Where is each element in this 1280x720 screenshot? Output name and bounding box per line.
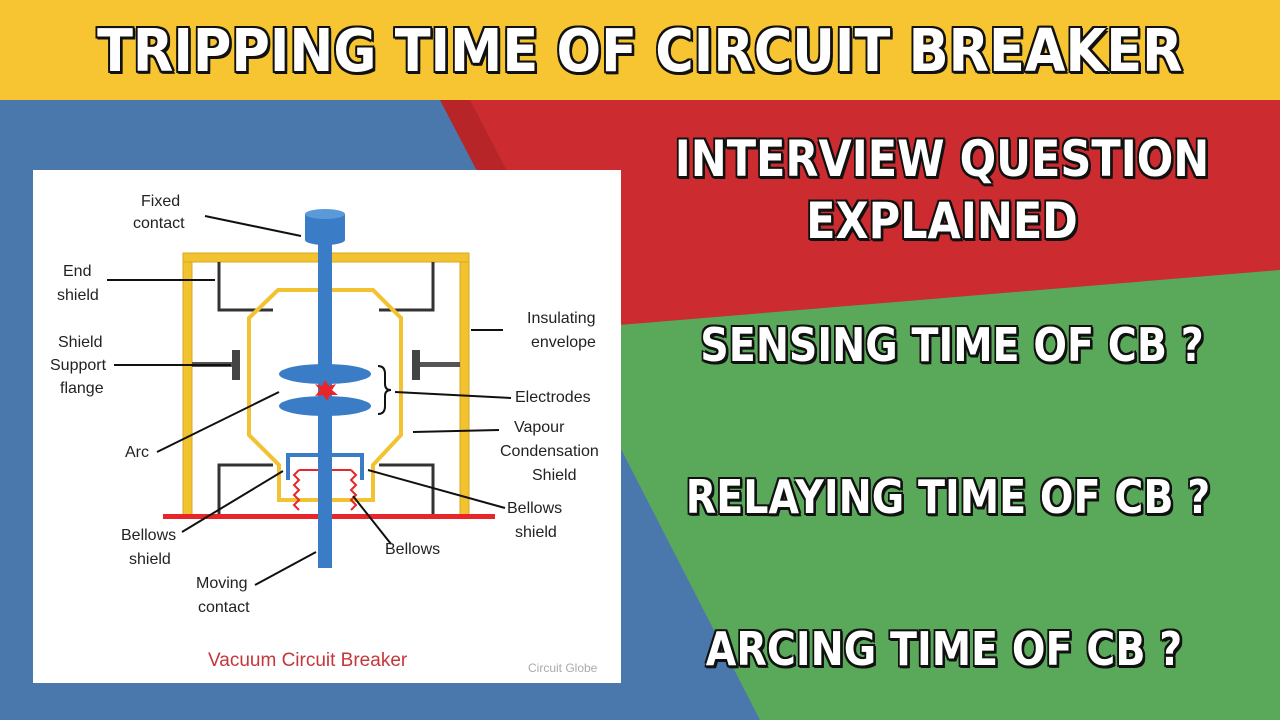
title-bar: TRIPPING TIME OF CIRCUIT BREAKER bbox=[0, 0, 1280, 100]
label-end-shield-2: shield bbox=[57, 287, 99, 304]
label-arc: Arc bbox=[125, 444, 149, 461]
background-green-panel bbox=[560, 270, 1280, 720]
label-bellows-shield-right-2: shield bbox=[515, 524, 557, 541]
label-bellows-shield-right-1: Bellows bbox=[507, 500, 562, 517]
label-bellows-shield-left-1: Bellows bbox=[121, 527, 176, 544]
vapour-shield-outline bbox=[247, 288, 403, 502]
diagram-caption: Vacuum Circuit Breaker bbox=[208, 650, 408, 671]
lower-electrode bbox=[279, 396, 371, 416]
question-arcing-time: ARCING TIME OF CB ? bbox=[705, 622, 1183, 676]
label-end-shield-1: End bbox=[63, 263, 91, 280]
label-moving-contact-2: contact bbox=[198, 599, 250, 616]
heading-line-1: INTERVIEW QUESTION bbox=[674, 130, 1210, 188]
vacuum-circuit-breaker-diagram: Fixed contact End shield Shield Support … bbox=[50, 193, 599, 675]
label-bellows: Bellows bbox=[385, 541, 440, 558]
question-relaying-time: RELAYING TIME OF CB ? bbox=[685, 470, 1211, 524]
label-vapour-2: Condensation bbox=[500, 443, 599, 460]
label-shield-support-3: flange bbox=[60, 380, 104, 397]
label-electrodes: Electrodes bbox=[515, 389, 591, 406]
electrodes-bracket bbox=[377, 365, 392, 415]
label-bellows-shield-left-2: shield bbox=[129, 551, 171, 568]
background-red-panel bbox=[440, 100, 1280, 330]
label-shield-support-2: Support bbox=[50, 357, 107, 374]
page-title: TRIPPING TIME OF CIRCUIT BREAKER bbox=[97, 15, 1183, 85]
label-vapour-1: Vapour bbox=[514, 419, 565, 436]
label-fixed-contact-1: Fixed bbox=[141, 193, 180, 210]
heading-line-2: EXPLAINED bbox=[806, 192, 1078, 250]
bellows-shield bbox=[286, 453, 364, 480]
diagram-panel: Fixed contact End shield Shield Support … bbox=[33, 170, 621, 683]
label-insulating-envelope-1: Insulating bbox=[527, 310, 596, 327]
label-vapour-3: Shield bbox=[532, 467, 576, 484]
label-shield-support-1: Shield bbox=[58, 334, 102, 351]
upper-electrode bbox=[279, 364, 371, 384]
label-fixed-contact-2: contact bbox=[133, 215, 185, 232]
bellows-right bbox=[349, 469, 358, 511]
label-moving-contact-1: Moving bbox=[196, 575, 248, 592]
fixed-contact-cylinder bbox=[305, 209, 345, 245]
bellows-left bbox=[292, 469, 301, 511]
diagram-watermark: Circuit Globe bbox=[528, 661, 598, 675]
leader-lines bbox=[107, 215, 512, 586]
arc-spark bbox=[315, 380, 338, 401]
label-insulating-envelope-2: envelope bbox=[531, 334, 596, 351]
question-sensing-time: SENSING TIME OF CB ? bbox=[700, 318, 1204, 372]
